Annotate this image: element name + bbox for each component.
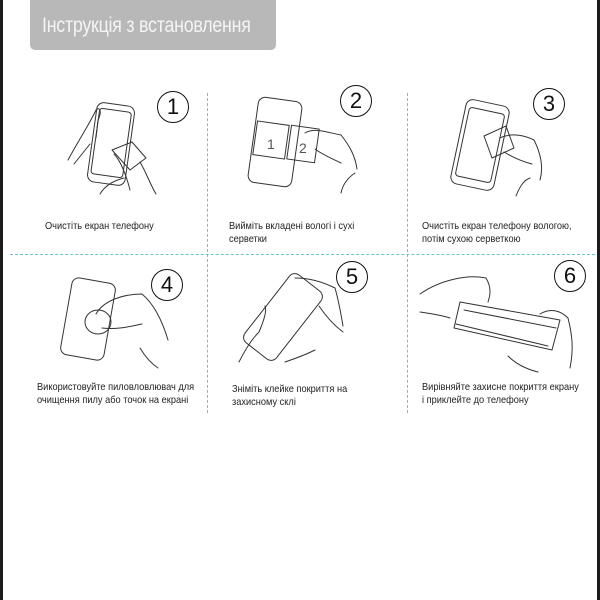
frame-border-left xyxy=(0,0,3,600)
hand-wiping-screen-illustration-icon xyxy=(450,99,543,197)
step-caption: Вийміть вкладені вологі і сухі серветки xyxy=(229,220,354,246)
divider-horizontal xyxy=(10,254,595,255)
divider-vertical-2 xyxy=(407,93,408,413)
caption-line: захисному склі xyxy=(232,396,296,408)
step-number-badge: 4 xyxy=(151,269,183,301)
hand-wiping-phone-illustration-icon xyxy=(67,102,157,195)
step-number-badge: 1 xyxy=(157,91,189,123)
step-caption: Зніміть клейке покриття на захисному скл… xyxy=(232,383,347,409)
caption-line: Очистіть екран телефону вологою, xyxy=(422,220,572,232)
caption-line: Вийміть вкладені вологі і сухі xyxy=(229,220,355,232)
hands-aligning-glass-illustration-icon xyxy=(419,276,573,373)
step-caption: Очистіть екран телефону вологою, потім с… xyxy=(422,220,572,246)
step-caption: Очистіть екран телефону xyxy=(45,220,154,233)
caption-line: Зніміть клейке покриття на xyxy=(232,383,348,395)
hand-taking-wipes-illustration-icon: 1 2 xyxy=(247,96,358,194)
hand-using-dust-absorber-illustration-icon xyxy=(60,277,169,369)
step-caption: Використовуйте пиловловлювач для очищенн… xyxy=(37,381,194,407)
frame-border-right xyxy=(597,0,600,600)
hands-peeling-film-illustration-icon xyxy=(238,273,344,363)
step-number-badge: 6 xyxy=(554,260,586,292)
caption-line: очищення пилу або точок на екрані xyxy=(37,394,189,406)
caption-line: Вирівняйте захисне покриття екрану xyxy=(422,381,579,393)
step-number-badge: 2 xyxy=(340,85,372,117)
caption-line: Очистіть екран телефону xyxy=(45,220,154,232)
header-banner: Інструкція з встановлення xyxy=(30,0,276,50)
svg-text:1: 1 xyxy=(267,136,275,152)
divider-vertical-1 xyxy=(207,93,208,413)
step-caption: Вирівняйте захисне покриття екрану і при… xyxy=(422,381,579,407)
caption-line: потім сухою серветкою xyxy=(422,233,521,245)
step-number-badge: 5 xyxy=(336,261,368,293)
step-number-badge: 3 xyxy=(533,88,565,120)
caption-line: Використовуйте пиловловлювач для xyxy=(37,381,195,393)
page-title: Інструкція з встановлення xyxy=(42,14,251,37)
caption-line: і приклейте до телефону xyxy=(422,394,529,406)
caption-line: серветки xyxy=(229,233,267,245)
svg-text:2: 2 xyxy=(299,140,307,156)
